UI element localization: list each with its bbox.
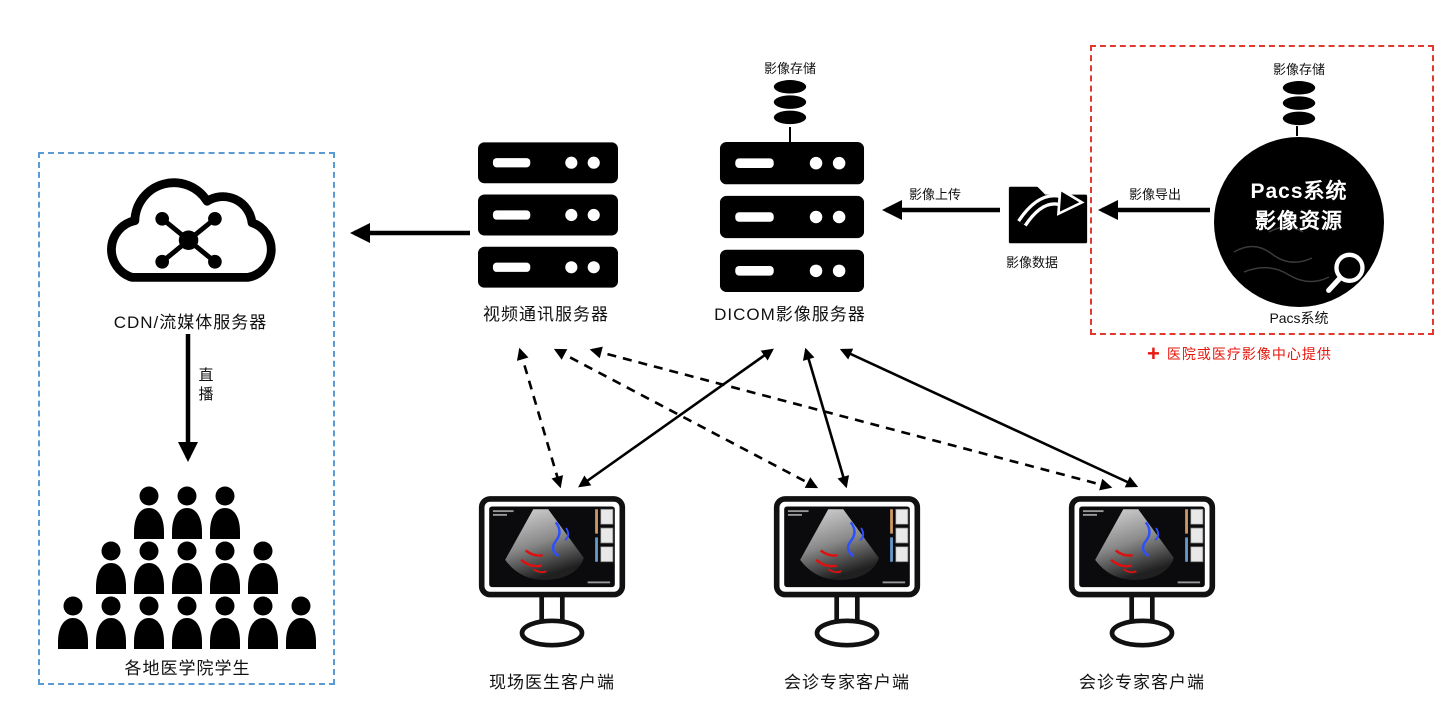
link-dicom-client3 bbox=[839, 348, 1139, 488]
client-monitor-1 bbox=[477, 494, 627, 652]
provider-note-text: 医院或医疗影像中心提供 bbox=[1166, 346, 1332, 362]
pacs-circle-title-line1: Pacs系统 bbox=[1250, 180, 1348, 203]
dicom-server-label: DICOM影像服务器 bbox=[714, 305, 866, 324]
person-icon bbox=[283, 596, 319, 650]
flow-label-upload: 影像上传 bbox=[908, 187, 961, 202]
client-label-2: 会诊专家客户端 bbox=[784, 673, 910, 692]
plus-icon: + bbox=[1147, 341, 1160, 366]
link-video-client1 bbox=[516, 347, 564, 489]
link-video-client3 bbox=[589, 346, 1113, 491]
pacs-system-circle: Pacs系统 影像资源 bbox=[1214, 137, 1384, 307]
pacs-texture bbox=[1233, 226, 1330, 283]
person-icon bbox=[245, 541, 281, 595]
database-icon bbox=[1281, 80, 1317, 128]
person-icon bbox=[245, 596, 281, 650]
client-label-3: 会诊专家客户端 bbox=[1079, 673, 1205, 692]
person-icon bbox=[169, 596, 205, 650]
person-icon bbox=[207, 541, 243, 595]
person-icon bbox=[169, 541, 205, 595]
link-video-client2 bbox=[553, 348, 819, 489]
students-pyramid bbox=[50, 478, 330, 653]
person-icon bbox=[93, 596, 129, 650]
person-icon bbox=[55, 596, 91, 650]
link-dicom-client2 bbox=[802, 347, 850, 489]
dicom-server-icon bbox=[718, 142, 866, 292]
person-icon bbox=[131, 596, 167, 650]
cdn-cloud-icon bbox=[88, 158, 293, 303]
person-icon bbox=[207, 486, 243, 540]
database-icon bbox=[772, 79, 808, 127]
cdn-group-box bbox=[38, 152, 335, 685]
person-icon bbox=[131, 486, 167, 540]
person-icon bbox=[93, 541, 129, 595]
magnifier-icon bbox=[1326, 252, 1365, 293]
cdn-label: CDN/流媒体服务器 bbox=[113, 313, 268, 332]
provider-note: + 医院或医疗影像中心提供 bbox=[1147, 341, 1332, 366]
client-monitor-3 bbox=[1067, 494, 1217, 652]
person-icon bbox=[131, 541, 167, 595]
pacs-group-box: 影像存储 Pacs系统 影像资源 Pacs系统 bbox=[1090, 45, 1434, 335]
folder-export-icon bbox=[1008, 178, 1088, 246]
video-server-icon bbox=[478, 140, 618, 290]
students-label: 各地医学院学生 bbox=[124, 659, 251, 678]
pacs-caption: Pacs系统 bbox=[1269, 310, 1329, 326]
video-server-label: 视频通讯服务器 bbox=[483, 305, 609, 324]
flow-label-export: 影像导出 bbox=[1128, 187, 1181, 202]
person-icon bbox=[169, 486, 205, 540]
dicom-storage-label: 影像存储 bbox=[763, 61, 816, 76]
pacs-storage-label: 影像存储 bbox=[1272, 62, 1325, 77]
live-stream-label: 直播 bbox=[198, 367, 214, 403]
link-dicom-client1 bbox=[578, 348, 774, 488]
folder-label: 影像数据 bbox=[1005, 255, 1058, 270]
client-label-1: 现场医生客户端 bbox=[489, 673, 615, 692]
pacs-circle-title-line2: 影像资源 bbox=[1255, 210, 1343, 233]
person-icon bbox=[207, 596, 243, 650]
client-monitor-2 bbox=[772, 494, 922, 652]
